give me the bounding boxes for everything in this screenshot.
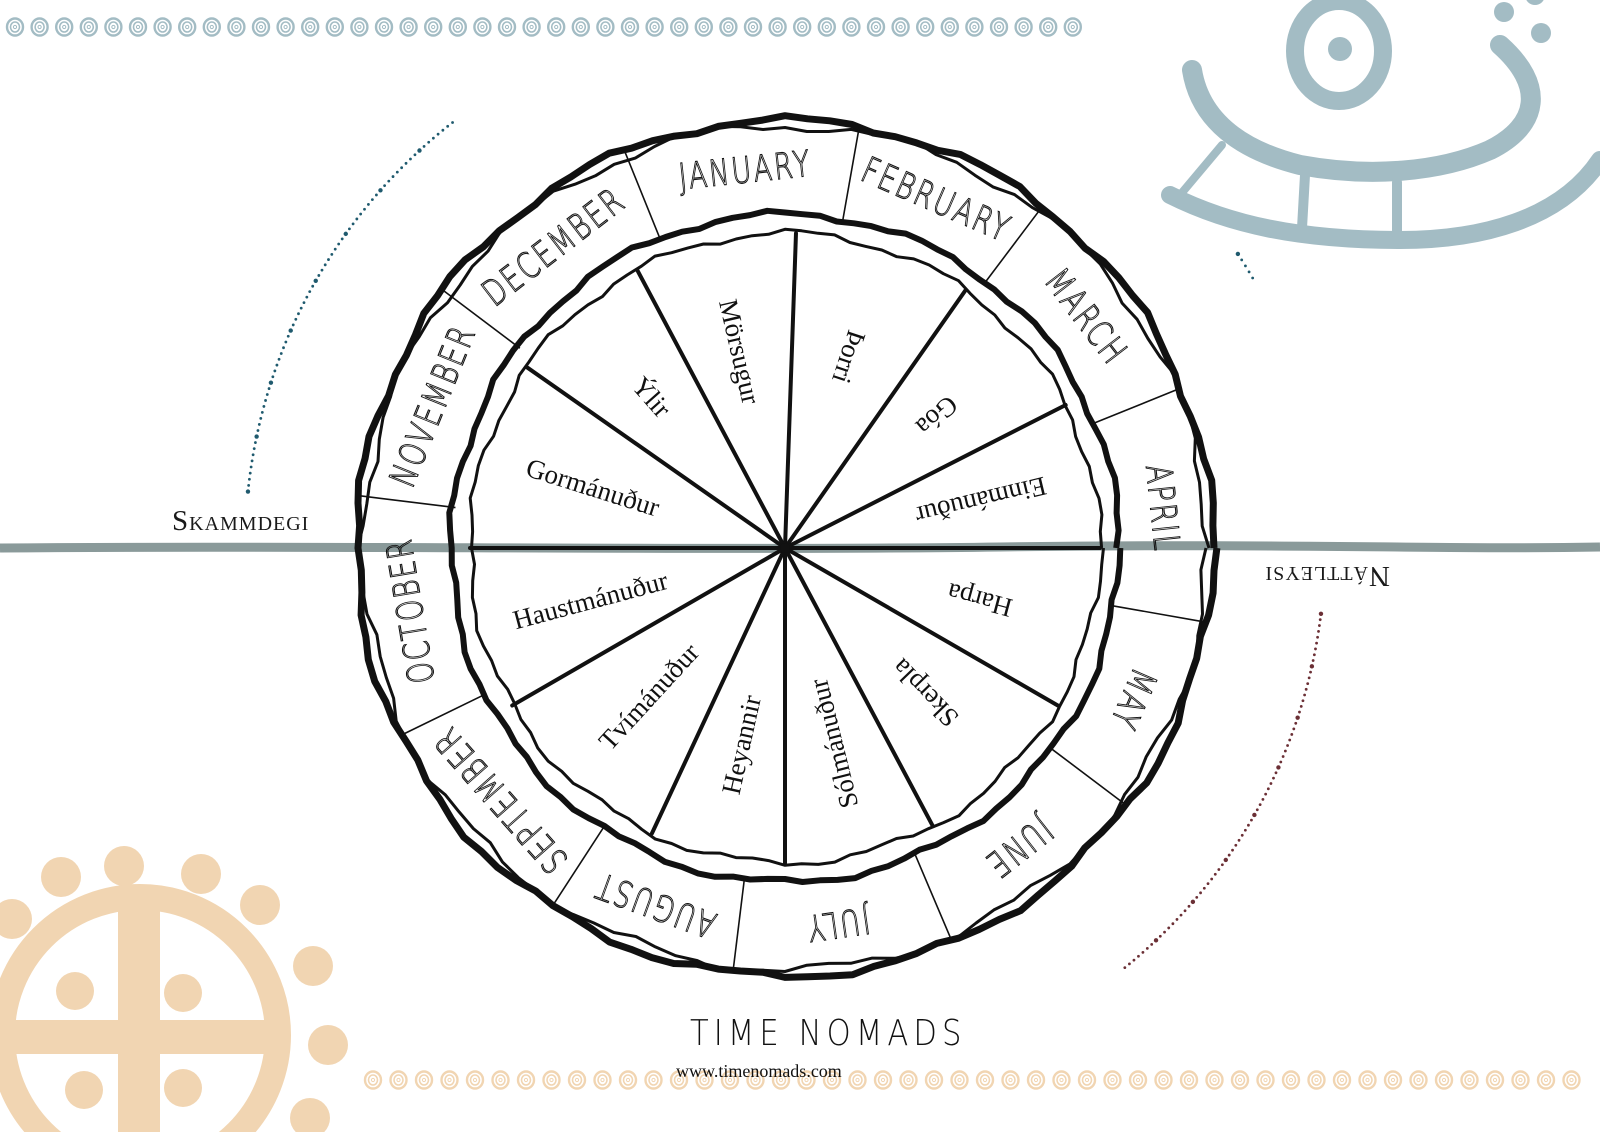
outer-month-label: OCTOBER [377, 535, 444, 687]
website-link[interactable]: www.timenomads.com [676, 1061, 842, 1081]
petroglyph-face-icon [1161, 0, 1600, 250]
outer-month-label: APRIL [1137, 462, 1189, 554]
inner-month-label: Einmánuður [913, 471, 1050, 531]
inner-month-label: Góa [910, 390, 964, 442]
inner-month-label: Þorri [826, 327, 872, 388]
inner-month-label: Ýlir [626, 371, 677, 423]
spiral-border-bottom-icon [363, 1070, 1581, 1090]
inner-month-label: Skerpla [886, 653, 965, 733]
inner-month-label: Sólmánuður [803, 676, 864, 811]
outer-month-label: NOVEMBER [381, 318, 485, 493]
outer-month-label: FEBRUARY [855, 148, 1018, 251]
inner-month-label: Harpa [944, 577, 1015, 623]
outer-month-label: JANUARY [677, 142, 814, 199]
season-label-nattleysi: Náttleysi [1264, 560, 1390, 592]
spiral-border-top-icon [5, 17, 1083, 37]
dotted-arc-decoration [245, 121, 1324, 970]
outer-month-label: JULY [803, 899, 873, 951]
inner-month-label: Tvímánuður [593, 637, 705, 756]
inner-month-label: Haustmánuður [510, 565, 671, 635]
outer-month-label: MAY [1101, 662, 1166, 737]
inner-month-label: Mörsugur [713, 296, 766, 407]
inner-month-label: Gormánuður [523, 452, 664, 522]
petroglyph-sun-icon [0, 846, 348, 1136]
inner-month-label: Heyannir [716, 692, 767, 797]
brand-title: TIME NOMADS [690, 1013, 967, 1054]
outer-month-label: DECEMBER [474, 178, 634, 315]
season-label-skammdegi: Skammdegi [172, 505, 310, 537]
